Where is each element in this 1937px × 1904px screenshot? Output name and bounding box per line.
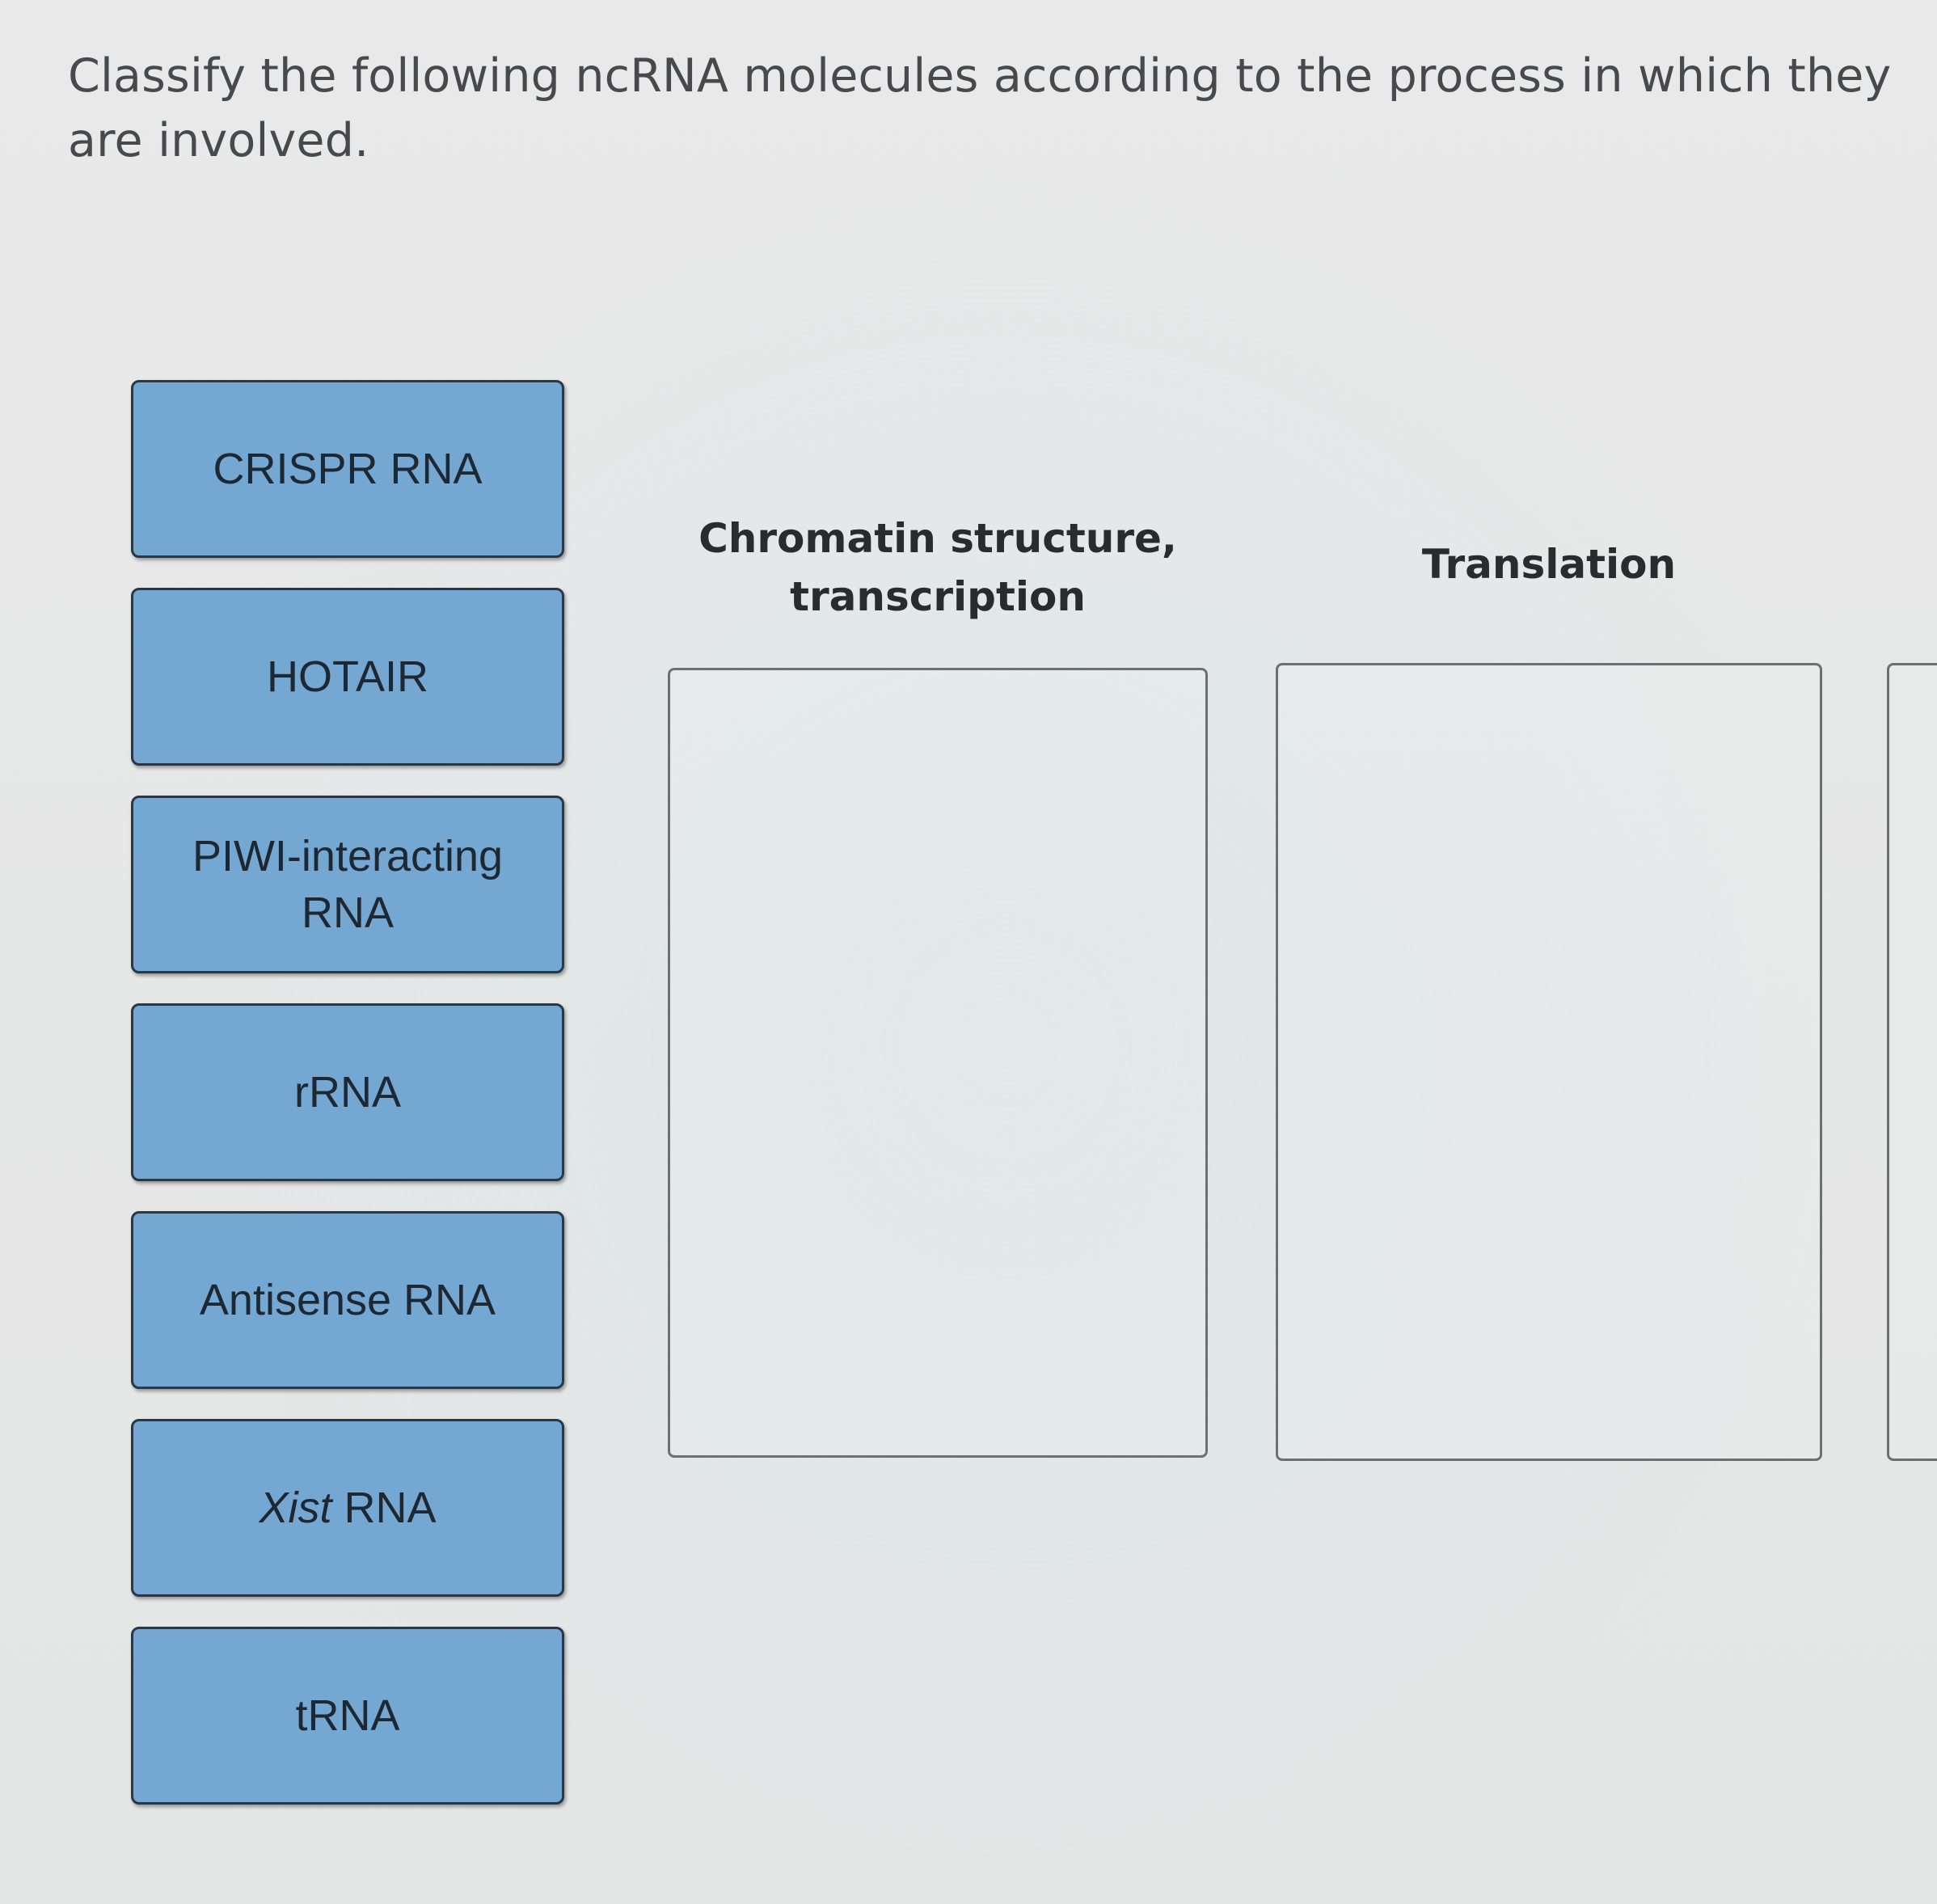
card-label-rest: RNA (331, 1484, 437, 1532)
drop-zone-chromatin-transcription[interactable] (668, 668, 1208, 1458)
card-label: PIWI-interacting RNA (192, 832, 504, 937)
draggable-card-xist-rna[interactable]: Xist RNA (131, 1419, 564, 1597)
drop-zone-translation[interactable] (1276, 663, 1822, 1461)
draggable-card-trna[interactable]: tRNA (131, 1627, 564, 1805)
category-title: Translation (1421, 541, 1677, 588)
card-label: tRNA (295, 1691, 400, 1740)
card-label: rRNA (294, 1068, 401, 1117)
card-label: CRISPR RNA (213, 445, 483, 493)
category-translation: Translation (1276, 509, 1822, 1461)
draggable-card-piwi-interacting-rna[interactable]: PIWI-interacting RNA (131, 796, 564, 973)
category-chromatin-transcription: Chromatin structure, transcription (668, 509, 1208, 1458)
drop-zone-offscreen[interactable] (1887, 663, 1937, 1461)
category-title: Chromatin structure, transcription (698, 515, 1177, 620)
draggable-card-crispr-rna[interactable]: CRISPR RNA (131, 380, 564, 558)
card-label-italic: Xist (259, 1484, 332, 1532)
card-label: Antisense RNA (199, 1276, 496, 1324)
draggable-card-rrna[interactable]: rRNA (131, 1003, 564, 1181)
answer-bank: CRISPR RNA HOTAIR PIWI-interacting RNA r… (131, 380, 568, 1834)
draggable-card-antisense-rna[interactable]: Antisense RNA (131, 1211, 564, 1389)
question-prompt: Classify the following ncRNA molecules a… (68, 49, 1892, 167)
draggable-card-hotair[interactable]: HOTAIR (131, 588, 564, 766)
card-label: Xist RNA (170, 1480, 525, 1536)
card-label: HOTAIR (267, 652, 428, 701)
